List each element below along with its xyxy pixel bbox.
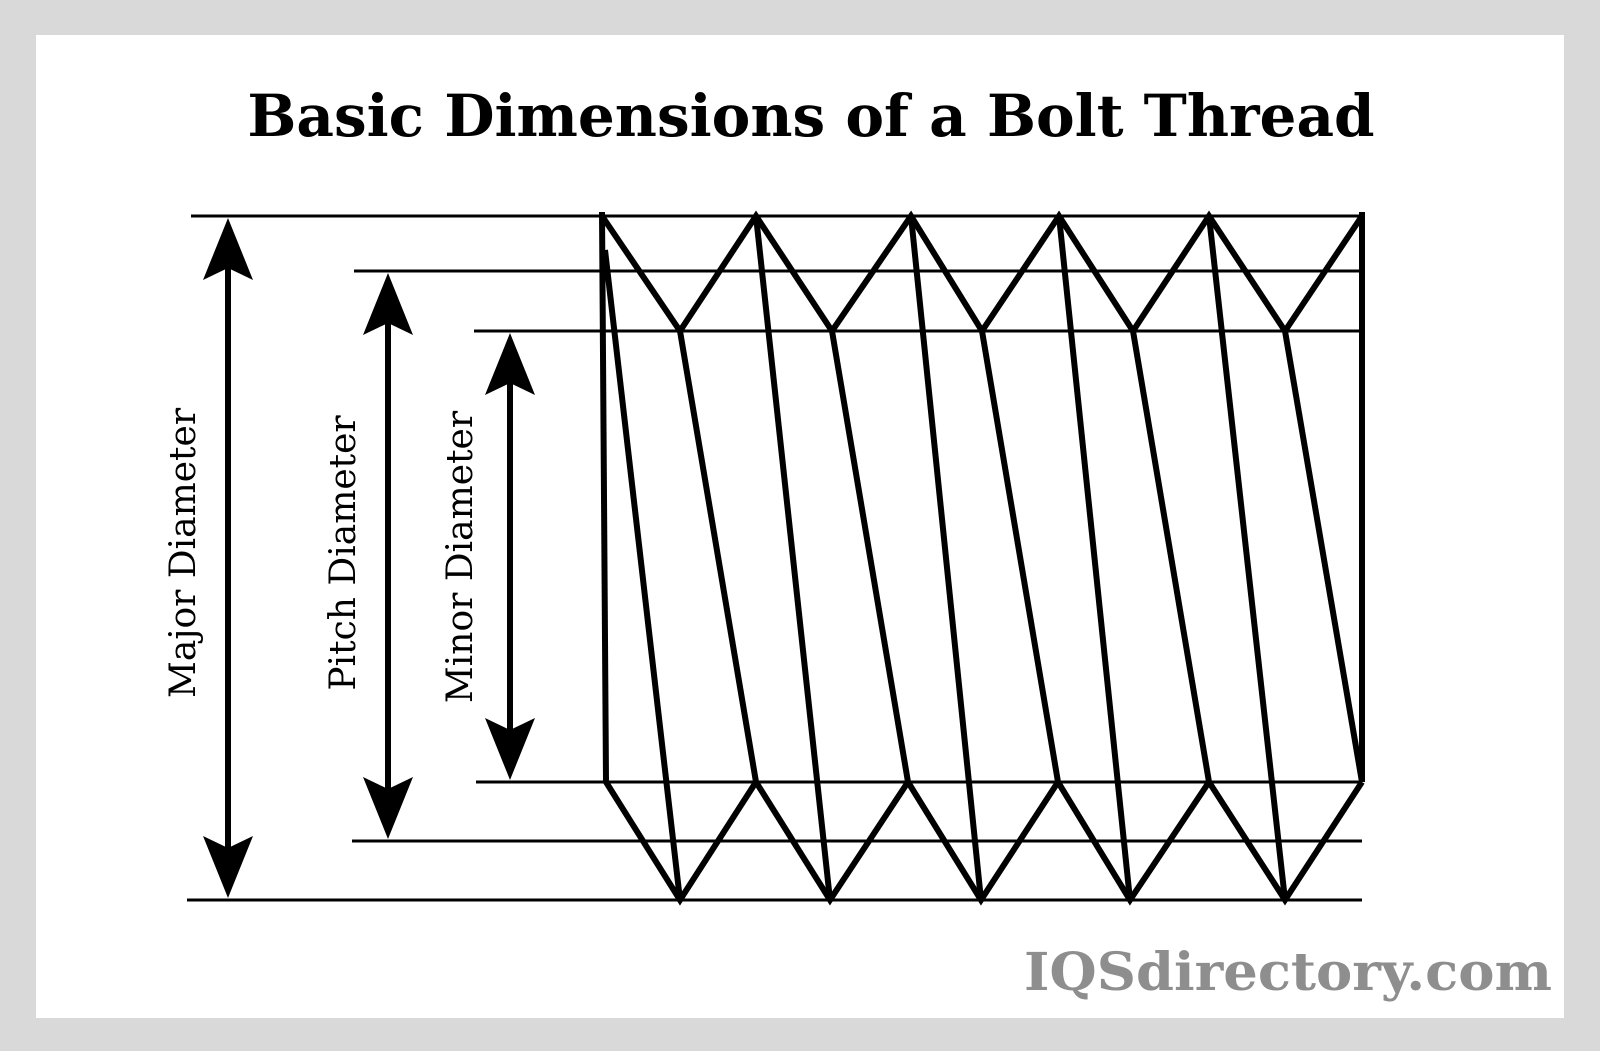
helix-line bbox=[753, 215, 833, 901]
major-diameter-arrow bbox=[203, 218, 253, 898]
helix-line bbox=[602, 249, 683, 901]
helix-line bbox=[1206, 215, 1288, 901]
arrowhead-down-icon bbox=[485, 718, 535, 780]
helix-line bbox=[677, 330, 759, 783]
pitch-diameter-label: Pitch Diameter bbox=[323, 415, 364, 691]
helix-lines bbox=[602, 215, 1365, 901]
arrowhead-up-icon bbox=[485, 333, 535, 395]
iqsdirectory-logo: IQSdirectory.com bbox=[1024, 942, 1552, 1003]
helix-line bbox=[1282, 330, 1365, 783]
helix-line bbox=[1056, 215, 1133, 901]
minor-diameter-arrow bbox=[485, 333, 535, 780]
helix-line bbox=[908, 215, 984, 901]
helix-line bbox=[979, 330, 1061, 783]
arrowhead-down-icon bbox=[363, 777, 413, 839]
arrowhead-down-icon bbox=[203, 836, 253, 898]
reference-lines bbox=[187, 214, 1362, 902]
helix-line bbox=[1130, 330, 1212, 783]
helix-line bbox=[829, 330, 911, 783]
diagram-title: Basic Dimensions of a Bolt Thread bbox=[247, 82, 1374, 150]
major-diameter-label: Major Diameter bbox=[163, 407, 204, 698]
left-edge bbox=[599, 211, 609, 783]
pitch-diameter-arrow bbox=[363, 273, 413, 839]
minor-diameter-label: Minor Diameter bbox=[440, 410, 481, 703]
arrowhead-up-icon bbox=[203, 218, 253, 280]
arrowhead-up-icon bbox=[363, 273, 413, 335]
thread-profile bbox=[599, 210, 1365, 906]
canvas-background bbox=[36, 35, 1564, 1018]
